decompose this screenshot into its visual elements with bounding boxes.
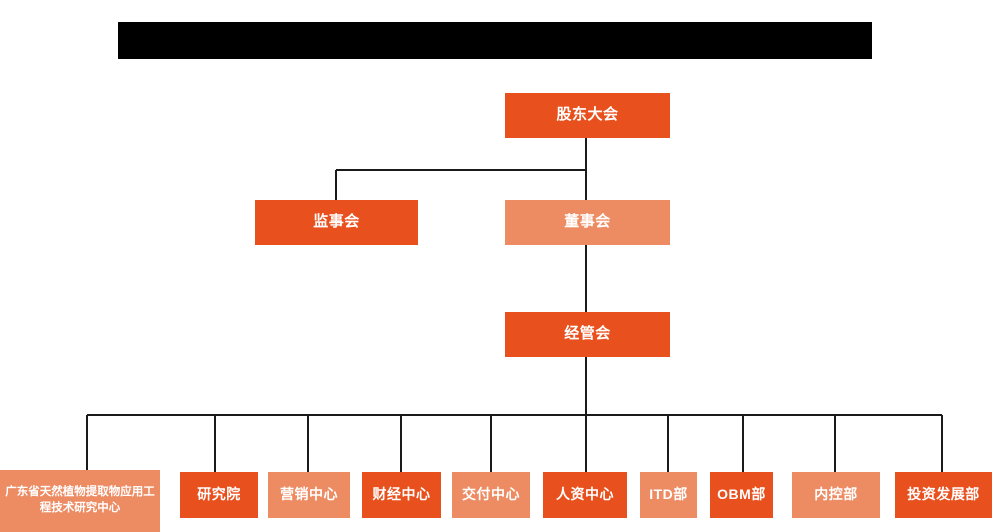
node-dept-obm[interactable]: OBM部 — [710, 472, 773, 518]
node-dept-internal-control[interactable]: 内控部 — [792, 472, 880, 518]
node-dept-marketing-center[interactable]: 营销中心 — [268, 472, 350, 518]
node-board-of-supervisors[interactable]: 监事会 — [255, 200, 418, 245]
node-board-of-directors[interactable]: 董事会 — [505, 200, 670, 245]
node-dept-guangdong-research-center[interactable]: 广东省天然植物提取物应用工程技术研究中心 — [0, 470, 160, 532]
title-banner — [118, 22, 872, 59]
node-management-committee[interactable]: 经管会 — [505, 312, 670, 357]
node-dept-finance-center[interactable]: 财经中心 — [362, 472, 441, 518]
node-dept-delivery-center[interactable]: 交付中心 — [452, 472, 530, 518]
node-dept-investment-development[interactable]: 投资发展部 — [895, 472, 992, 518]
node-dept-hr-center[interactable]: 人资中心 — [543, 472, 627, 518]
title-banner-label — [118, 22, 872, 59]
node-dept-research-institute[interactable]: 研究院 — [180, 472, 258, 518]
node-shareholders-meeting[interactable]: 股东大会 — [505, 93, 670, 138]
node-dept-itd[interactable]: ITD部 — [640, 472, 697, 518]
